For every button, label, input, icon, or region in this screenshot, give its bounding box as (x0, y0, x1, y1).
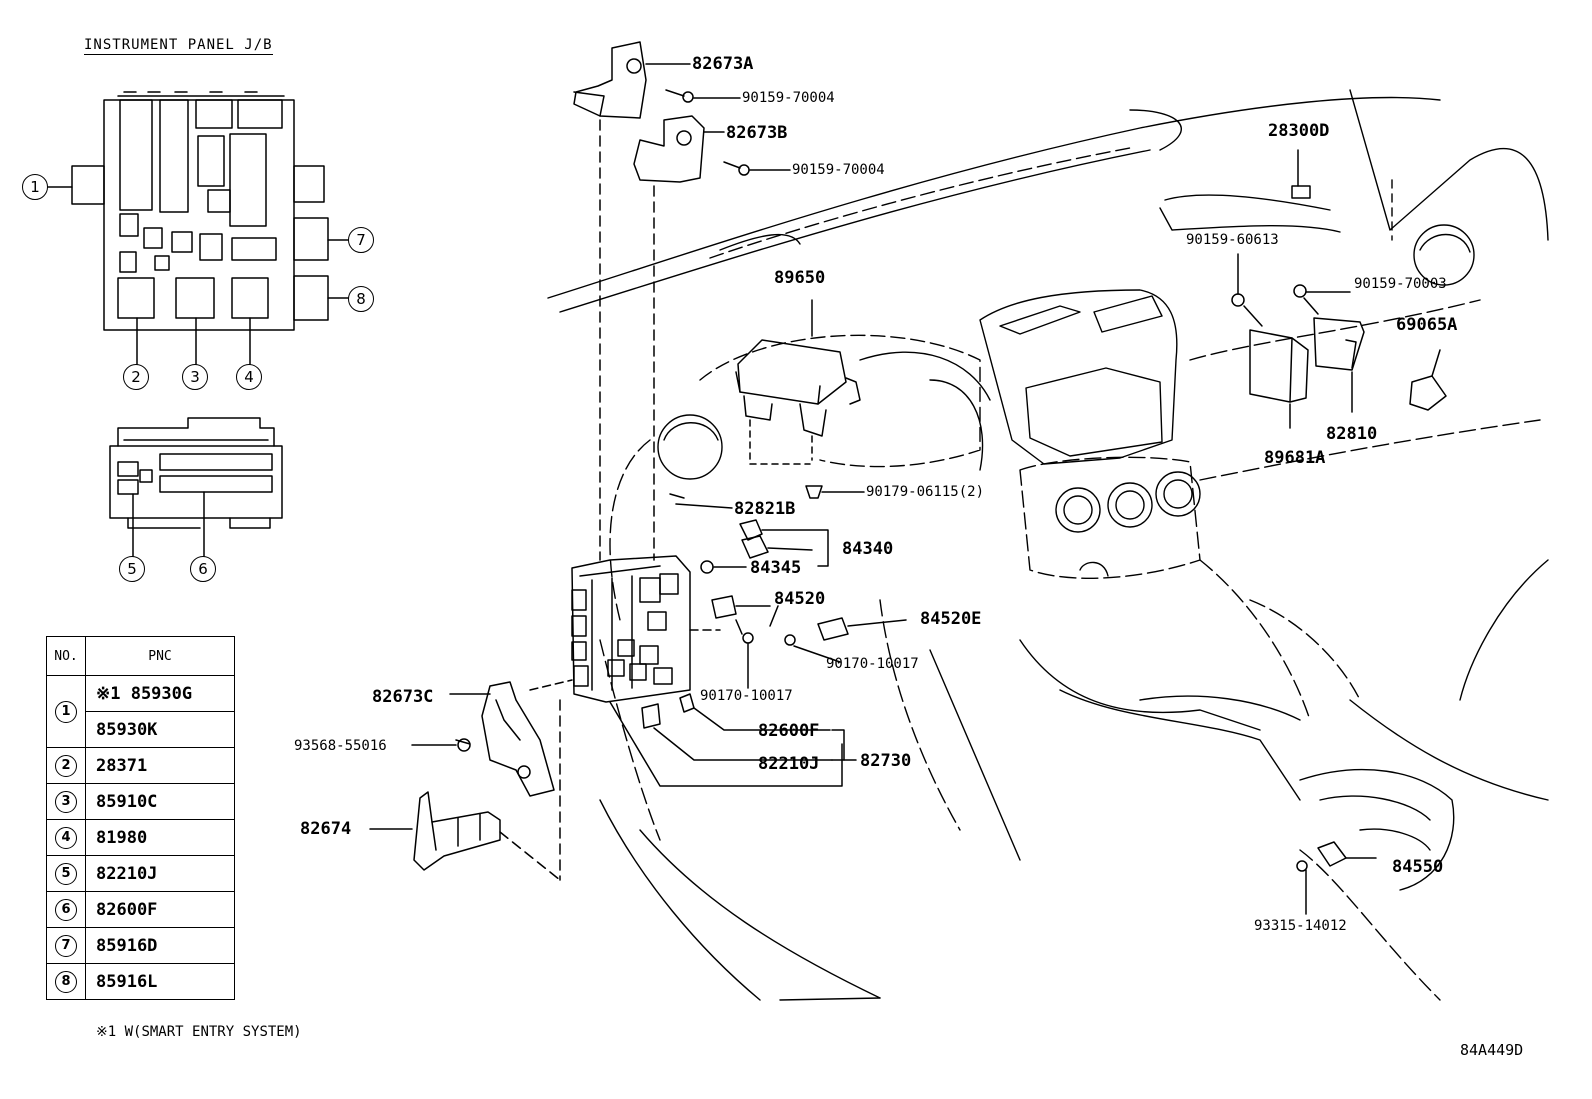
switch-84520 (711, 595, 771, 689)
part-82821B (669, 493, 733, 509)
label-89650[interactable]: 89650 (774, 268, 826, 288)
pnc-85930G: ※1 85930G (85, 675, 235, 712)
label-82210J[interactable]: 82210J (758, 754, 820, 774)
label-84345[interactable]: 84345 (750, 558, 802, 578)
table-row: 85930K (47, 711, 235, 748)
diagram-code: 84A449D (1460, 1041, 1524, 1059)
table-row: 6 82600F (46, 891, 235, 928)
pnc-82210J: 82210J (85, 855, 235, 892)
pnc-table: NO. PNC 1 ※1 85930G 85930K 2 28371 3 859… (46, 636, 235, 1000)
module-82810 (1293, 284, 1365, 413)
label-90159-60613[interactable]: 90159-60613 (1186, 232, 1279, 248)
label-84340[interactable]: 84340 (842, 539, 894, 559)
label-84550[interactable]: 84550 (1392, 857, 1444, 877)
callout-6: 6 (190, 556, 216, 582)
callout-1: 1 (22, 174, 48, 200)
bracket-82673A (573, 41, 741, 561)
callout-5: 5 (119, 556, 145, 582)
table-row: 2 28371 (46, 747, 235, 784)
bolt-90159-60613 (1231, 253, 1245, 307)
label-82674[interactable]: 82674 (300, 819, 352, 839)
label-90159-70003[interactable]: 90159-70003 (1354, 276, 1447, 292)
pnc-85930K: 85930K (85, 711, 235, 748)
callout-2: 2 (123, 364, 149, 390)
pnc-85910C: 85910C (85, 783, 235, 820)
part-84550 (1296, 841, 1377, 915)
header-pnc: PNC (85, 636, 235, 676)
pnc-81980: 81980 (85, 819, 235, 856)
label-90159-70004-a[interactable]: 90159-70004 (742, 90, 835, 106)
label-90179-06115[interactable]: 90179-06115(2) (866, 484, 985, 500)
label-90159-70004-b[interactable]: 90159-70004 (792, 162, 885, 178)
label-28300D[interactable]: 28300D (1268, 121, 1330, 141)
pnc-82600F: 82600F (85, 891, 235, 928)
label-89681A[interactable]: 89681A (1264, 448, 1326, 468)
callout-4: 4 (236, 364, 262, 390)
footnote: ※1 W(SMART ENTRY SYSTEM) (96, 1024, 302, 1040)
bracket-82673B (633, 115, 791, 561)
callout-8: 8 (348, 286, 374, 312)
leader-82730 (831, 729, 845, 761)
table-row: 3 85910C (46, 783, 235, 820)
switch-69065A (1409, 349, 1447, 411)
callout-3: 3 (182, 364, 208, 390)
callout-7: 7 (348, 227, 374, 253)
row-no-2: 2 (55, 754, 77, 777)
row-no-4: 4 (55, 826, 77, 849)
pnc-table-header: NO. PNC (46, 636, 235, 676)
module-89650 (735, 299, 861, 465)
label-93315-14012[interactable]: 93315-14012 (1254, 918, 1347, 934)
bracket-82674 (369, 791, 561, 881)
label-84520[interactable]: 84520 (774, 589, 826, 609)
row-no-1: 1 (55, 700, 77, 723)
pnc-28371: 28371 (85, 747, 235, 784)
label-90170-10017-a[interactable]: 90170-10017 (700, 688, 793, 704)
label-82673A[interactable]: 82673A (692, 54, 754, 74)
part-28300D (1291, 149, 1311, 199)
part-82210J (641, 703, 833, 761)
header-no: NO. (46, 636, 86, 676)
junction-block-front-view (47, 91, 349, 365)
row-no-8: 8 (55, 970, 77, 993)
label-69065A[interactable]: 69065A (1396, 315, 1458, 335)
label-90170-10017-b[interactable]: 90170-10017 (826, 656, 919, 672)
label-93568-55016[interactable]: 93568-55016 (294, 738, 387, 754)
label-82821B[interactable]: 82821B (734, 499, 796, 519)
row-no-7: 7 (55, 934, 77, 957)
junction-block-rear-view (109, 417, 283, 557)
table-row: 4 81980 (46, 819, 235, 856)
pnc-85916L: 85916L (85, 963, 235, 1000)
row-no-6: 6 (55, 898, 77, 921)
part-82600F (679, 693, 831, 731)
label-82673C[interactable]: 82673C (372, 687, 434, 707)
label-82673B[interactable]: 82673B (726, 123, 788, 143)
label-82810[interactable]: 82810 (1326, 424, 1378, 444)
table-row: 7 85916D (46, 927, 235, 964)
bracket-82673C (411, 681, 555, 797)
label-82600F[interactable]: 82600F (758, 721, 820, 741)
row-no-3: 3 (55, 790, 77, 813)
pnc-85916D: 85916D (85, 927, 235, 964)
clip-90179 (805, 485, 865, 499)
label-82730[interactable]: 82730 (860, 751, 912, 771)
junction-block-assembly (529, 555, 843, 881)
table-row: 8 85916L (46, 963, 235, 1000)
switch-84340 (700, 519, 829, 574)
table-row: 1 ※1 85930G (46, 675, 235, 748)
label-84520E[interactable]: 84520E (920, 609, 982, 629)
module-89681A (1243, 305, 1309, 429)
table-row: 5 82210J (46, 855, 235, 892)
switch-84520E (769, 605, 907, 663)
inset-title: INSTRUMENT PANEL J/B (84, 37, 273, 55)
row-no-5: 5 (55, 862, 77, 885)
